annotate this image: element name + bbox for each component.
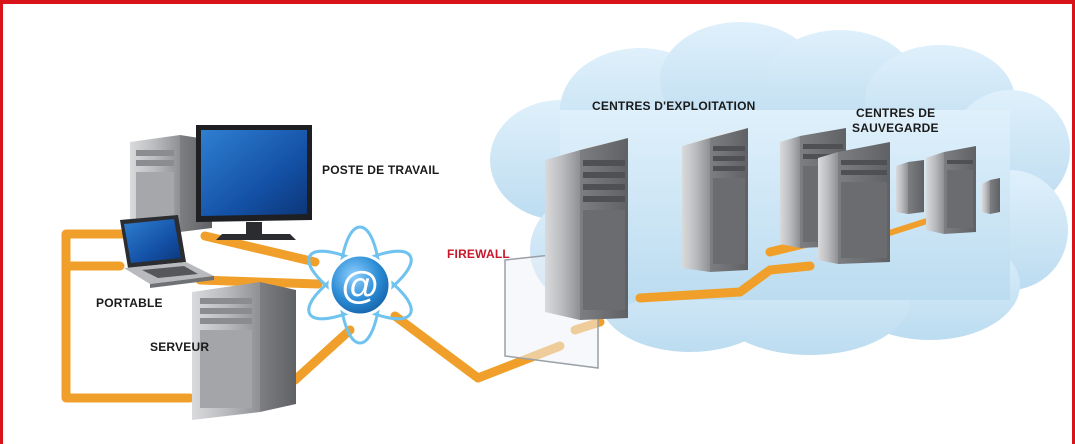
label-poste-de-travail: POSTE DE TRAVAIL (322, 163, 440, 177)
internet-at-symbol: @ (341, 265, 378, 307)
cable-exploitation-link (635, 261, 815, 303)
label-sauvegarde: SAUVEGARDE (852, 121, 939, 135)
server-rack-sauvegarde-5 (982, 178, 1000, 214)
cable-server-to-internet (290, 325, 355, 385)
label-firewall: FIREWALL (447, 247, 510, 261)
server-rack-sauvegarde-4 (926, 146, 976, 234)
label-serveur: SERVEUR (150, 340, 210, 354)
server-rack-sauvegarde-2 (818, 142, 890, 264)
cable-laptop-to-internet (195, 275, 323, 289)
server-rack-sauvegarde-3 (896, 160, 924, 214)
server-rack-exploitation-2 (682, 128, 748, 272)
desktop-monitor-icon (196, 125, 312, 240)
internet-at-icon: @ (307, 225, 413, 345)
cable-desktop-to-internet (200, 231, 320, 267)
label-centres-exploitation: CENTRES D'EXPLOITATION (592, 99, 756, 113)
label-centres-de: CENTRES DE (856, 106, 936, 120)
label-portable: PORTABLE (96, 296, 163, 310)
server-rack-exploitation-1 (545, 138, 628, 320)
laptop-icon (120, 215, 214, 288)
cable-left-loop (61, 229, 195, 403)
server-tower-icon (192, 282, 296, 420)
